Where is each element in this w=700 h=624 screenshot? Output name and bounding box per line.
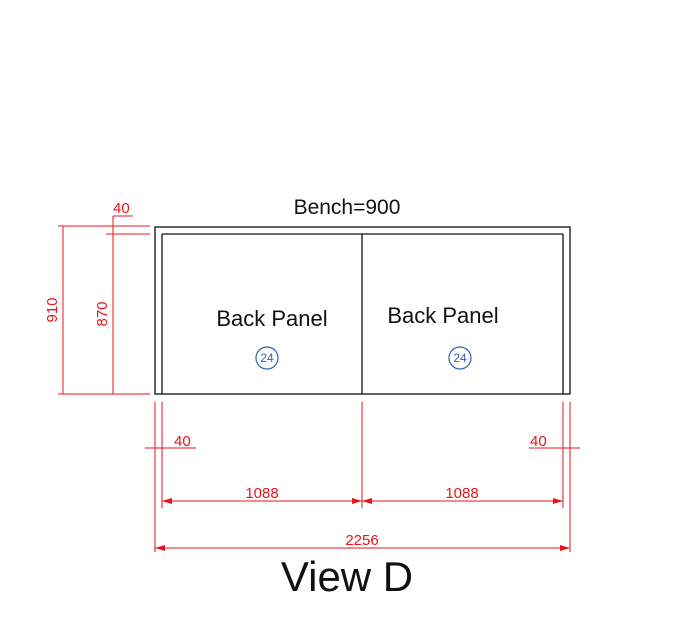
arrowhead [162, 498, 172, 504]
right-offset-dimension: 40 [529, 433, 580, 450]
top-offset-dimension: 40 [106, 200, 150, 238]
panel-label-right: Back Panel [387, 303, 498, 328]
badge-number: 24 [453, 351, 467, 365]
arrowhead [352, 498, 362, 504]
overall-height-dimension: 910 [44, 225, 150, 395]
panel-label-left: Back Panel [216, 306, 327, 331]
panel-badge-left: 24 [255, 346, 279, 370]
bench-label: Bench=900 [294, 196, 401, 219]
panel-height-dimension: 870 [94, 234, 114, 394]
cabinet-outline [154, 226, 571, 395]
right-offset-value: 40 [530, 433, 547, 450]
arrowhead [553, 498, 563, 504]
badge-circle [448, 346, 472, 370]
view-title: View D [281, 553, 413, 600]
panel-badge-right: 24 [448, 346, 472, 370]
panel-width-dimension: 1088 1088 [162, 485, 563, 504]
bottom-extension-lines [154, 402, 571, 552]
arrowhead [362, 498, 372, 504]
arrowhead [155, 545, 165, 551]
left-offset-value: 40 [174, 433, 191, 450]
badge-circle [255, 346, 279, 370]
badge-number: 24 [260, 351, 274, 365]
left-offset-dimension: 40 [145, 433, 196, 450]
overall-height-value: 910 [44, 297, 61, 322]
panel-width-left-value: 1088 [245, 485, 278, 502]
panel-width-right-value: 1088 [445, 485, 478, 502]
overall-width-dimension: 2256 [155, 532, 570, 551]
arrowhead [560, 545, 570, 551]
top-offset-value: 40 [113, 200, 130, 217]
overall-width-value: 2256 [345, 532, 378, 549]
panel-height-value: 870 [94, 301, 111, 326]
